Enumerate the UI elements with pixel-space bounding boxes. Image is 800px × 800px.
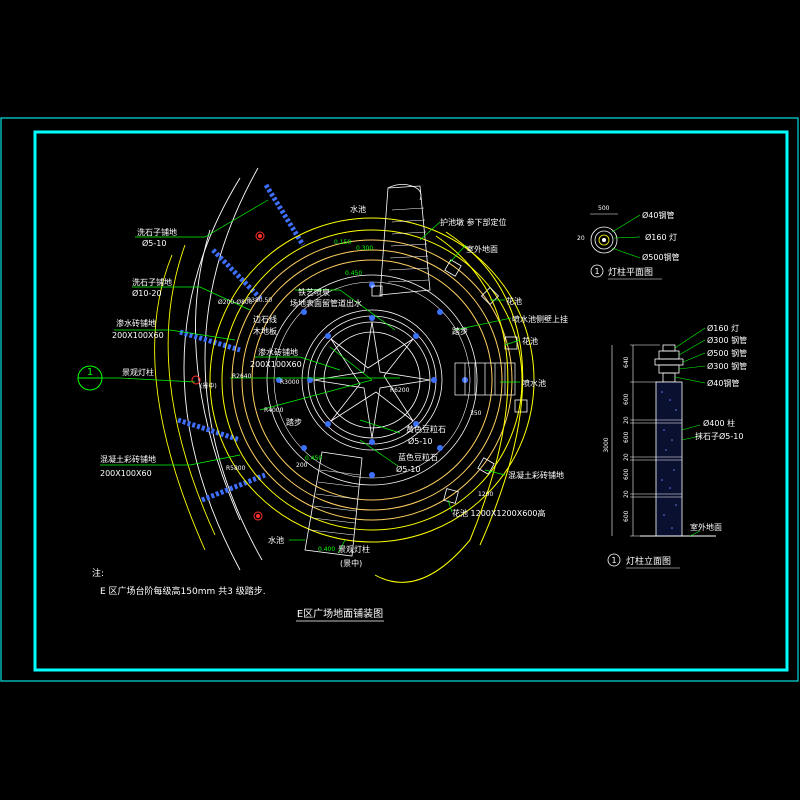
label-elev-1: 0.150: [334, 239, 351, 246]
lamp-elev-dim-5: 20: [623, 453, 630, 461]
lamp-elev-total: 3000: [603, 437, 610, 452]
label-yellow-stone: 黄色豆粒石: [406, 424, 446, 434]
label-marker-1: 200: [296, 462, 308, 469]
label-planter-3: 花池 1200X1200X600高: [452, 508, 546, 518]
label-outdoor-ground: 室外地面: [466, 244, 498, 254]
label-blue-stone: 蓝色豆粒石: [398, 452, 438, 462]
lamp-plan: 500 20 Ø40钢管 Ø160 灯 Ø500钢管 1 灯柱平面图: [577, 205, 680, 280]
label-wash-stone-1: 洗石子铺地: [137, 227, 177, 237]
lamp-elev-number: 1: [611, 556, 616, 565]
label-r4: R5800: [226, 465, 246, 472]
label-permeable-brick-spec: 200X100X60: [112, 331, 164, 340]
label-pool-wall: 护池墩 参下部定位: [440, 217, 507, 227]
lamp-elev-dim-7: 20: [623, 490, 630, 498]
label-edge: 边石线: [253, 314, 277, 324]
lamp-plan-label-3: Ø500钢管: [642, 252, 680, 262]
label-dim-2: R380.50: [247, 297, 272, 304]
label-elev-5: 0.450: [305, 455, 322, 462]
notes: 注: E 区广场台阶每级高150mm 共3 级踏步.: [92, 567, 266, 597]
note-body: E 区广场台阶每级高150mm 共3 级踏步.: [100, 585, 266, 597]
label-concrete-brick-2: 混凝土彩砖铺地: [508, 470, 564, 480]
label-elev-4: 0.400: [318, 546, 335, 553]
label-wash-stone-2: 洗石子铺地: [132, 277, 172, 287]
lamp-elev-dim-2: 600: [623, 393, 630, 405]
lamp-elev-label-3: Ø500 钢管: [707, 348, 747, 358]
lamp-elev-dim-6: 600: [623, 468, 630, 480]
lamp-plan-number: 1: [594, 267, 599, 276]
label-inner-brick-spec: 200X100X60: [250, 360, 302, 369]
lamp-plan-dim-top: 500: [598, 205, 610, 212]
lamp-elev-dim-3: 20: [623, 416, 630, 424]
label-wash-stone-1-spec: Ø5-10: [142, 238, 166, 248]
label-dim-4: 1200: [478, 491, 493, 498]
label-dim-3: 350: [470, 410, 482, 417]
label-light-post: 景观灯柱: [338, 544, 370, 554]
label-yellow-stone-spec: Ø5-10: [408, 436, 432, 446]
label-concrete-brick-spec: 200X100X60: [100, 469, 152, 478]
lamp-elev-label-7: 抹石子Ø5-10: [695, 431, 743, 441]
label-r3: R4000: [264, 407, 284, 414]
lamp-elev-label-5: Ø40钢管: [707, 378, 739, 388]
label-blue-stone-spec: Ø5-10: [396, 464, 420, 474]
label-wash-stone-2-spec: Ø10-20: [132, 288, 162, 298]
label-fountain-stone: 喷水池侧壁上挂: [512, 314, 568, 324]
lamp-plan-label-1: Ø40钢管: [642, 210, 674, 220]
label-pool-top: 水池: [350, 204, 366, 214]
label-fountain-note: 铁艺喷泉: [298, 287, 330, 297]
outer-frame: [0, 117, 799, 682]
label-r5: R6200: [390, 387, 410, 394]
label-light-post-sub: (景中): [340, 558, 362, 568]
label-planter-2: 花池: [522, 336, 538, 346]
lamp-elev-dim-8: 600: [623, 510, 630, 522]
label-r2: R3000: [280, 379, 300, 386]
lamp-elev-label-6: Ø400 柱: [703, 418, 735, 428]
plaza-plan: 1 洗石子铺地 Ø5-10 洗石子铺地 Ø10-20 渗水砖铺地 200X100…: [77, 167, 568, 583]
lamp-elev-label-1: Ø160 灯: [707, 323, 739, 333]
lamp-elev-title: 灯柱立面图: [626, 555, 671, 567]
label-pool-bottom: 水池: [268, 535, 284, 545]
label-concrete-brick: 混凝土彩砖铺地: [100, 454, 156, 464]
plan-title: E区广场地面铺装图: [297, 607, 383, 620]
lamp-plan-label-2: Ø160 灯: [645, 232, 677, 242]
label-steps-2: 踏步: [286, 417, 302, 427]
note-heading: 注:: [92, 567, 104, 579]
lamp-elev-label-8: 室外地面: [690, 522, 722, 532]
lamp-elev-label-4: Ø300 钢管: [707, 361, 747, 371]
lamp-elev-dim-4: 600: [623, 431, 630, 443]
label-elev-3: 0.450: [345, 270, 362, 277]
label-r1: R2640: [232, 373, 252, 380]
label-light-post-2-sub: (景中): [200, 382, 217, 390]
label-fountain-note2: 场地表面留管道出水: [290, 298, 362, 308]
lamp-elev-dim-1: 640: [623, 356, 630, 368]
label-dim-1: Ø200-Ø800: [218, 299, 253, 306]
label-elev-2: 0.300: [356, 245, 373, 252]
axis-label: 1: [87, 367, 93, 378]
inner-frame: [33, 130, 789, 672]
label-steps: 踏步: [452, 326, 468, 336]
lamp-elevation: 3000 640 600 20 600 20 600 20 600: [603, 323, 747, 569]
lamp-plan-title: 灯柱平面图: [608, 266, 653, 278]
label-inner-brick: 渗水砖铺地: [258, 347, 298, 357]
label-garden-light: 景观灯柱: [122, 367, 154, 377]
label-permeable-brick: 渗水砖铺地: [116, 318, 156, 328]
lamp-plan-dim-left: 20: [577, 235, 585, 242]
label-planter-1: 花池: [506, 296, 522, 306]
label-wood-deck: 木地板: [253, 326, 277, 336]
label-fountain-pool: 喷水池: [522, 378, 546, 388]
lamp-elev-label-2: Ø300 钢管: [707, 335, 747, 345]
